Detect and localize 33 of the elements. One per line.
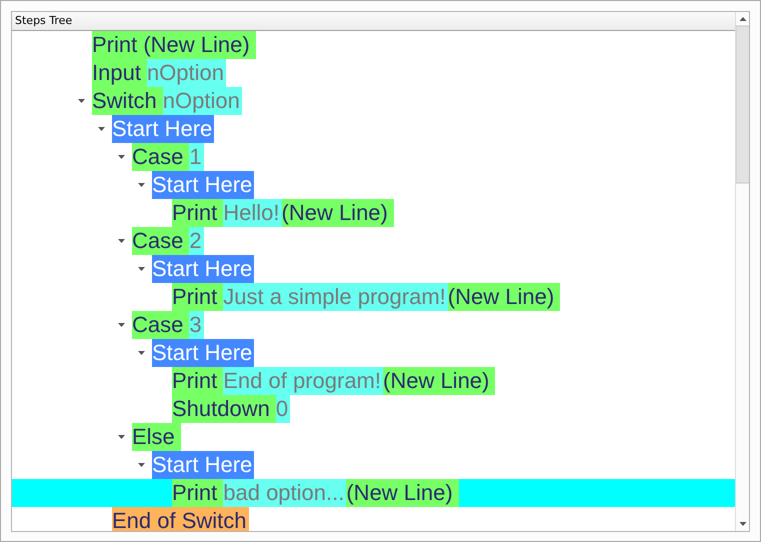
header-title: Steps Tree — [15, 14, 72, 27]
step-keyword: Case — [132, 227, 190, 255]
block-label: Start Here — [152, 451, 254, 479]
step-keyword: (New Line) — [346, 479, 459, 507]
step-argument: 3 — [189, 311, 204, 339]
step-argument: Just a simple program! — [223, 283, 448, 311]
step-keyword: Print (New Line) — [92, 31, 256, 59]
step-keyword: (New Line) — [383, 367, 496, 395]
step-argument: bad option... — [223, 479, 346, 507]
step-keyword: Print — [172, 367, 224, 395]
block-label: Start Here — [152, 171, 254, 199]
step-argument: nOption — [146, 59, 226, 87]
step-keyword: Print — [172, 199, 224, 227]
step-keyword: Input — [92, 59, 147, 87]
step-argument: 0 — [276, 395, 290, 423]
step-argument: 2 — [189, 227, 204, 255]
step-keyword: Print — [172, 283, 224, 311]
step-keyword: (New Line) — [282, 199, 394, 227]
block-label: Start Here — [112, 115, 214, 143]
block-label: Start Here — [152, 255, 254, 283]
step-keyword: Print — [172, 479, 224, 507]
step-argument: 1 — [189, 143, 204, 171]
step-keyword: Case — [132, 311, 190, 339]
step-argument: End of program! — [223, 367, 383, 395]
block-end-label: End of Switch — [112, 507, 249, 531]
step-argument: Hello! — [223, 199, 282, 227]
block-label: Start Here — [152, 339, 254, 367]
step-argument: nOption — [162, 87, 242, 115]
step-keyword: Switch — [92, 87, 163, 115]
step-keyword: Else — [132, 423, 181, 451]
step-keyword: Case — [132, 143, 190, 171]
step-keyword: (New Line) — [448, 283, 560, 311]
step-keyword: Shutdown — [172, 395, 276, 423]
